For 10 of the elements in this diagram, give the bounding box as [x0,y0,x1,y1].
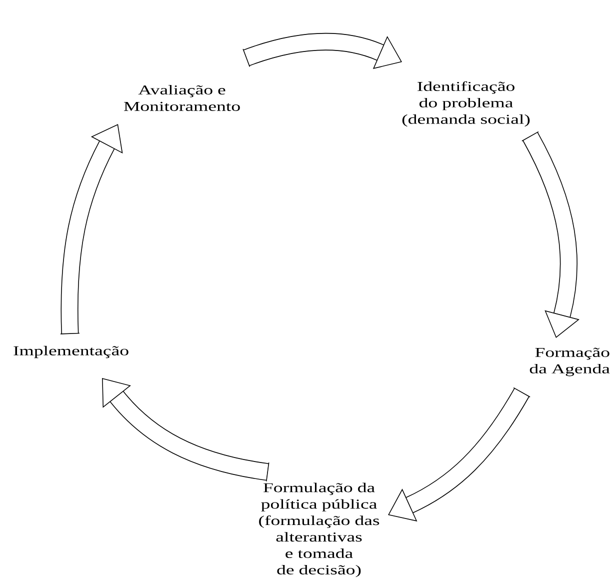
block-arrow [242,32,402,69]
step-label: Formação da Agenda [530,348,610,376]
block-arrow [522,131,580,338]
block-arrow [388,387,530,522]
block-arrow [102,378,270,482]
step-label: Formulação da política pública (formulação das alterantivas e tomada de decisão) [259,482,380,578]
step-label: Identificação do problema (demanda social) [402,81,530,127]
step-label: Implementação [14,346,128,358]
step-label: Avaliação e Monitoramento [124,85,240,111]
block-arrow [60,124,123,334]
